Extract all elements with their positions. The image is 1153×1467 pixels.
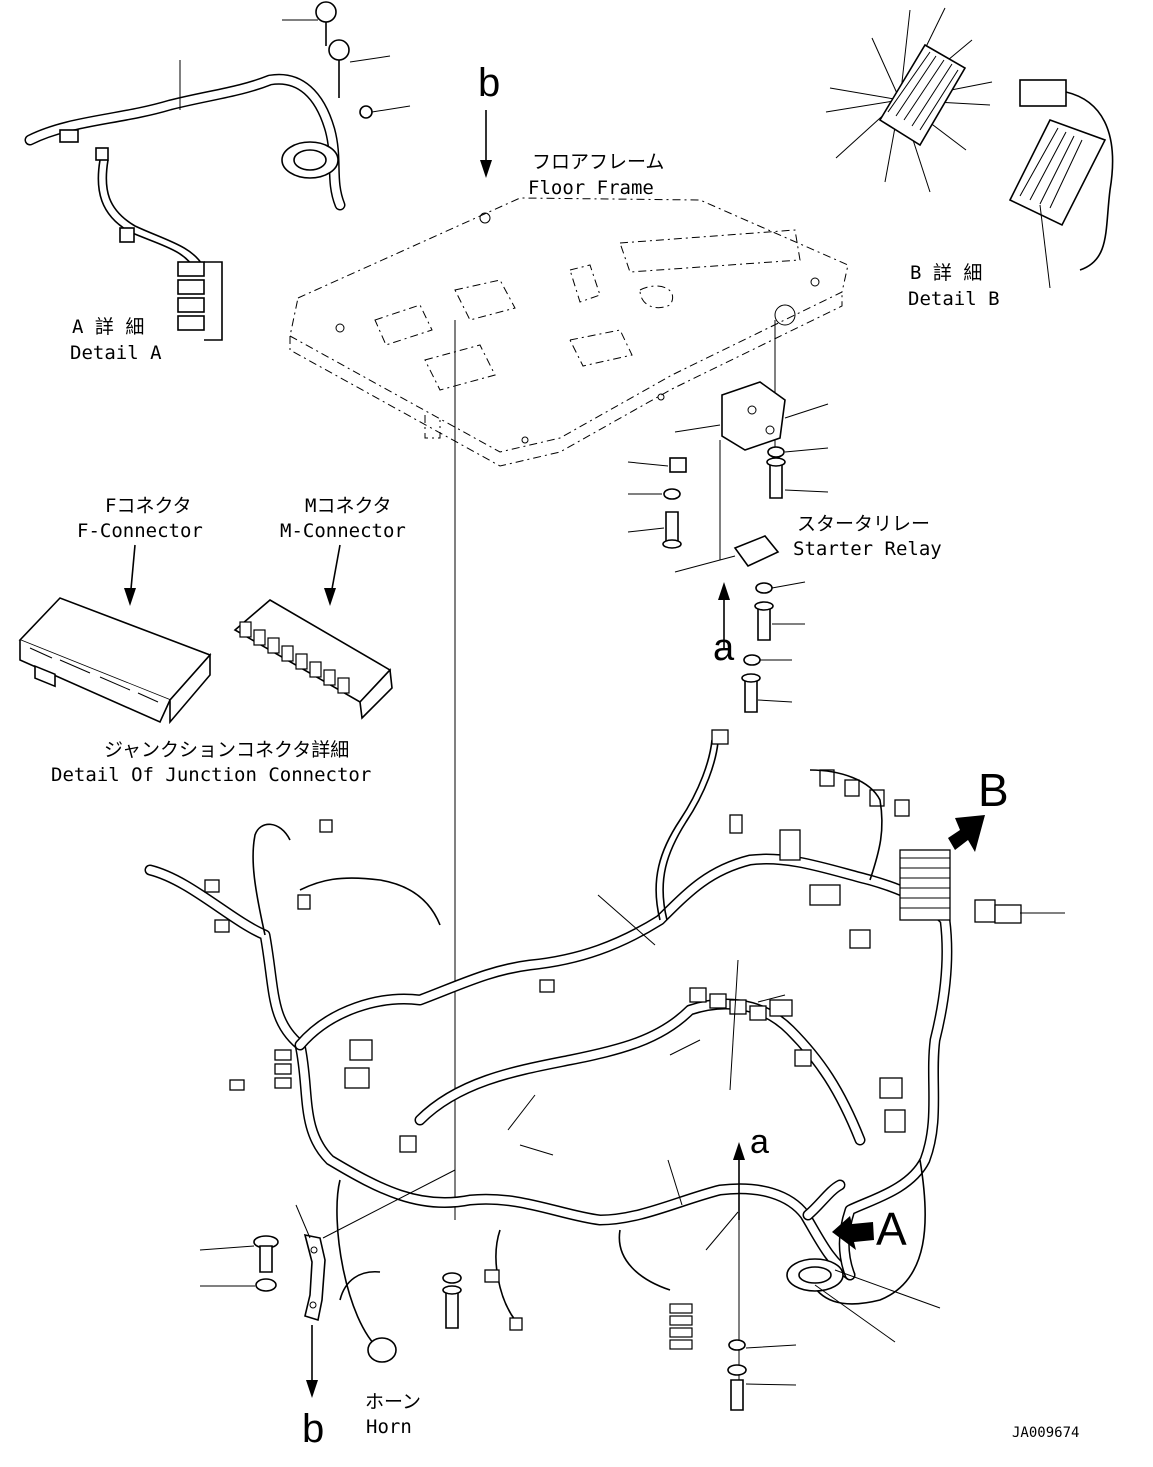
arrow-b-top	[480, 160, 492, 178]
junction-label-jp: ジャンクションコネクタ詳細	[104, 739, 349, 761]
view-b-arrow	[948, 815, 985, 852]
ref-b-top: b	[478, 61, 500, 105]
lower-bracket-illustration	[199, 1169, 797, 1411]
ref-b-bottom: b	[302, 1407, 324, 1451]
starter-relay-label-jp: スタータリレー	[797, 513, 930, 535]
m-connector-illustration	[233, 599, 393, 720]
m-connector-label-en: M-Connector	[280, 520, 406, 542]
arrow-a-harness	[733, 1142, 745, 1160]
view-a-letter: A	[876, 1203, 907, 1255]
ref-a-relay: a	[713, 627, 735, 669]
f-connector-label-jp: Fコネクタ	[105, 495, 192, 517]
ref-a-harness: a	[750, 1123, 769, 1161]
starter-relay-illustration	[627, 381, 829, 713]
arrow-a-relay	[718, 582, 730, 600]
horn-label-jp: ホーン	[365, 1391, 421, 1413]
junction-label-en: Detail Of Junction Connector	[51, 764, 371, 786]
view-b-letter: B	[978, 764, 1009, 816]
detail-a-illustration	[24, 1, 411, 341]
detail-b-illustration	[825, 7, 1114, 289]
f-connector-illustration	[18, 597, 212, 725]
horn-label-en: Horn	[366, 1416, 412, 1438]
detail-a-label-jp: A 詳 細	[72, 316, 144, 338]
floor-frame-label-jp: フロアフレーム	[532, 151, 664, 173]
starter-relay-label-en: Starter Relay	[793, 538, 942, 560]
main-harness-illustration	[144, 729, 1065, 1363]
drawing-id: JA009674	[1012, 1425, 1079, 1441]
detail-a-label-en: Detail A	[70, 342, 162, 364]
f-connector-label-en: F-Connector	[77, 520, 203, 542]
detail-b-label-en: Detail B	[908, 288, 1000, 310]
arrow-b-bottom	[306, 1380, 318, 1398]
view-a-arrow	[832, 1216, 874, 1250]
floor-frame-label-en: Floor Frame	[528, 177, 654, 199]
detail-b-label-jp: B 詳 細	[910, 262, 982, 284]
floor-frame-illustration	[289, 197, 849, 467]
m-connector-label-jp: Mコネクタ	[305, 495, 392, 517]
